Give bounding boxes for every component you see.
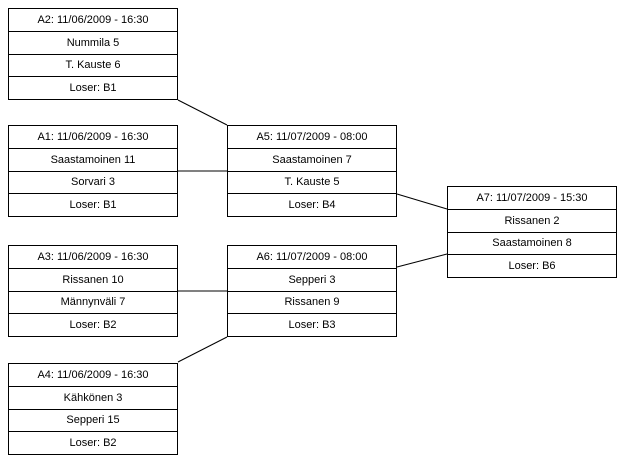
player2-row: Rissanen 9 (228, 290, 396, 314)
loser-row: Loser: B3 (228, 313, 396, 336)
player2-row: Saastamoinen 8 (448, 231, 616, 255)
player2-row: T. Kauste 5 (228, 170, 396, 194)
match-box-a4: A4: 11/06/2009 - 16:30 Kähkönen 3 Sepper… (8, 363, 178, 455)
player1-row: Rissanen 10 (9, 267, 177, 291)
match-header: A3: 11/06/2009 - 16:30 (37, 250, 149, 263)
connector-a2-a5 (177, 99, 228, 126)
loser-row: Loser: B2 (9, 313, 177, 336)
player1-row: Kähkönen 3 (9, 385, 177, 409)
connector-a6-a7 (396, 253, 448, 268)
match-header: A5: 11/07/2009 - 08:00 (256, 130, 368, 143)
match-header: A6: 11/07/2009 - 08:00 (256, 250, 368, 263)
loser-row: Loser: B1 (9, 76, 177, 99)
player1-row: Saastamoinen 11 (9, 147, 177, 171)
loser-row: Loser: B4 (228, 193, 396, 216)
match-box-a7: A7: 11/07/2009 - 15:30 Rissanen 2 Saasta… (447, 186, 617, 278)
player1-row: Nummila 5 (9, 30, 177, 54)
match-box-a1: A1: 11/06/2009 - 16:30 Saastamoinen 11 S… (8, 125, 178, 217)
match-header: A4: 11/06/2009 - 16:30 (37, 368, 149, 381)
player1-row: Rissanen 2 (448, 208, 616, 232)
player2-row: Männynväli 7 (9, 290, 177, 314)
player2-row: Sepperi 15 (9, 408, 177, 432)
player2-row: Sorvari 3 (9, 170, 177, 194)
match-header: A2: 11/06/2009 - 16:30 (37, 13, 149, 26)
connector-a5-a7 (396, 193, 448, 210)
match-box-a2: A2: 11/06/2009 - 16:30 Nummila 5 T. Kaus… (8, 8, 178, 100)
match-header: A1: 11/06/2009 - 16:30 (37, 130, 149, 143)
player1-row: Sepperi 3 (228, 267, 396, 291)
loser-row: Loser: B6 (448, 254, 616, 277)
match-box-a6: A6: 11/07/2009 - 08:00 Sepperi 3 Rissane… (227, 245, 397, 337)
match-box-a5: A5: 11/07/2009 - 08:00 Saastamoinen 7 T.… (227, 125, 397, 217)
connector-a4-a6 (177, 336, 228, 363)
player1-row: Saastamoinen 7 (228, 147, 396, 171)
loser-row: Loser: B1 (9, 193, 177, 216)
match-box-a3: A3: 11/06/2009 - 16:30 Rissanen 10 Männy… (8, 245, 178, 337)
player2-row: T. Kauste 6 (9, 53, 177, 77)
loser-row: Loser: B2 (9, 431, 177, 454)
match-header: A7: 11/07/2009 - 15:30 (476, 191, 588, 204)
